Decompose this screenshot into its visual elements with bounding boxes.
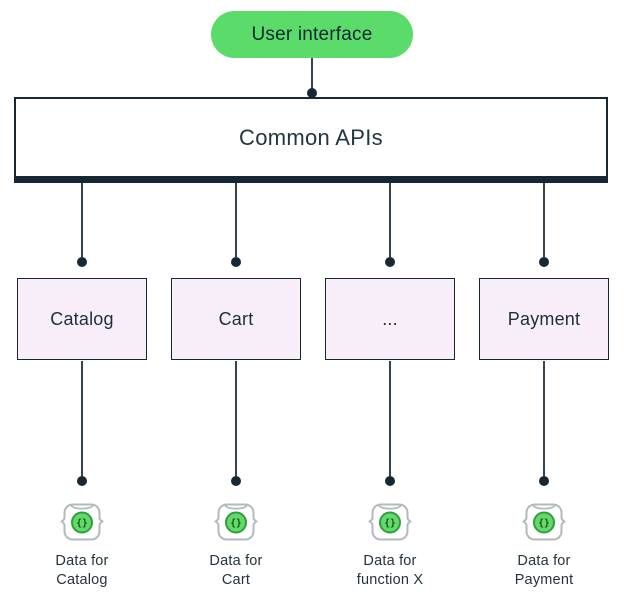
braces-glyph: {} — [76, 518, 87, 529]
data-store-icon: {} — [368, 503, 412, 541]
data-store-icon: {} — [214, 503, 258, 541]
connector-dot — [77, 257, 87, 267]
common-apis-node: Common APIs — [14, 97, 608, 183]
service-node-catalog: Catalog — [17, 278, 147, 360]
datastore-label-function-x: Data for function X — [356, 553, 424, 588]
datastore-label-cart: Data for Cart — [209, 553, 263, 588]
data-store-icon: {} — [522, 503, 566, 541]
connector-dot — [231, 257, 241, 267]
connector-dot — [539, 476, 549, 486]
braces-glyph: {} — [384, 518, 395, 529]
service-node-payment: Payment — [479, 278, 609, 360]
connector-api-to-catalog — [81, 183, 83, 257]
user-interface-label: User interface — [251, 23, 373, 45]
connector-dot — [77, 476, 87, 486]
service-label: Payment — [507, 308, 581, 329]
data-store-icon: {} — [60, 503, 104, 541]
connector-api-to-payment — [543, 183, 545, 257]
user-interface-node: User interface — [211, 11, 413, 58]
service-label: Cart — [218, 308, 254, 329]
connector-dot — [307, 88, 317, 98]
connector-ui-to-api — [311, 58, 313, 91]
connector-payment-to-data — [543, 361, 545, 476]
connector-catalog-to-data — [81, 361, 83, 476]
connector-dot — [385, 476, 395, 486]
connector-other-to-data — [389, 361, 391, 476]
common-apis-label: Common APIs — [239, 124, 383, 150]
connector-api-to-other — [389, 183, 391, 257]
connector-api-to-cart — [235, 183, 237, 257]
service-label: ... — [382, 308, 398, 329]
service-node-other: ... — [325, 278, 455, 360]
braces-glyph: {} — [538, 518, 549, 529]
connector-dot — [385, 257, 395, 267]
service-node-cart: Cart — [171, 278, 301, 360]
connector-dot — [539, 257, 549, 267]
datastore-label-payment: Data for Payment — [514, 553, 574, 588]
connector-dot — [231, 476, 241, 486]
connector-cart-to-data — [235, 361, 237, 476]
service-label: Catalog — [50, 308, 114, 329]
braces-glyph: {} — [230, 518, 241, 529]
datastore-label-catalog: Data for Catalog — [55, 553, 109, 588]
